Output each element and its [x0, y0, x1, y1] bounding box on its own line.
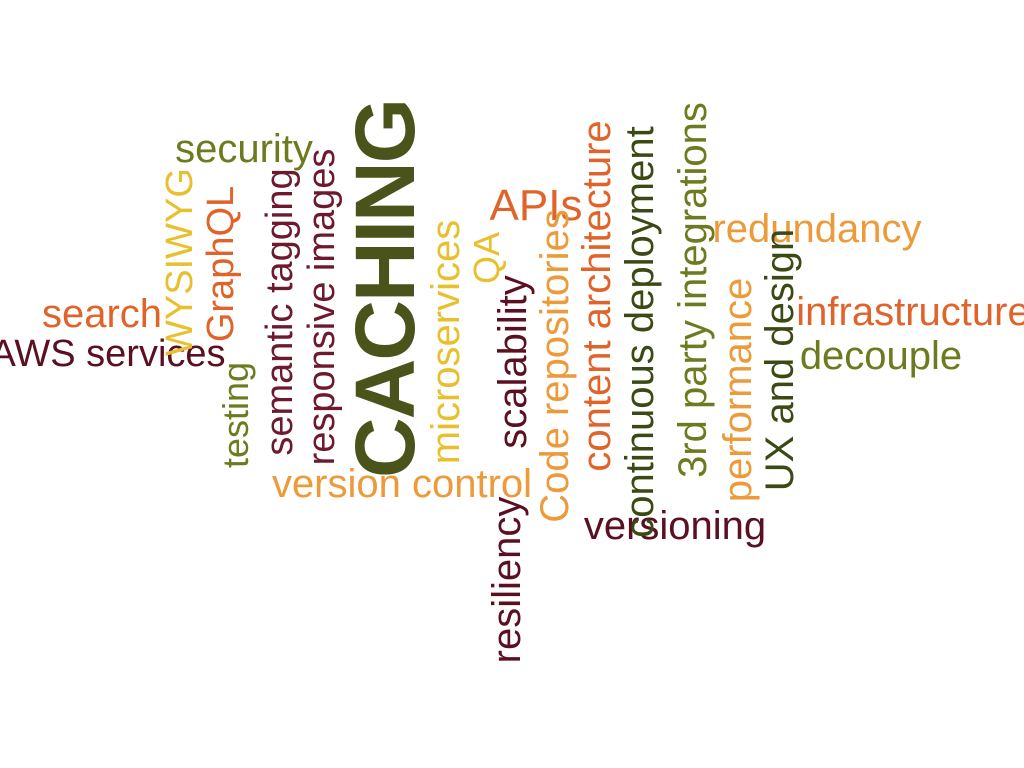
word-wysiwyg: WYSIWYG: [159, 168, 201, 356]
word-resiliency: resiliency: [485, 496, 529, 664]
word-semantic-tagging: semantic tagging: [259, 168, 301, 456]
word-scalability: scalability: [491, 275, 535, 449]
word-continuous-deployment: continuous deployment: [618, 126, 662, 538]
word-versioning: versioning: [583, 504, 767, 548]
word-ux-and-design: UX and design: [758, 228, 802, 492]
word-decouple: decouple: [799, 334, 963, 378]
word-version-control: version control: [271, 462, 533, 506]
word-security: security: [175, 127, 313, 171]
word-performance: performance: [716, 277, 760, 503]
word-infrastructure: infrastructure: [796, 290, 1024, 334]
word-redundancy: redundancy: [712, 207, 922, 251]
word-testing: testing: [215, 361, 256, 469]
word-code-repositories: Code repositories: [533, 209, 577, 523]
word-content-architecture: content architecture: [575, 120, 619, 472]
word-3rd-party-integrations: 3rd party integrations: [671, 102, 715, 478]
word-responsive-images: responsive images: [301, 148, 343, 466]
word-search: search: [41, 292, 163, 336]
word-aws-services: AWS services: [0, 333, 226, 375]
word-microservices: microservices: [424, 219, 468, 465]
word-caching: CACHING: [338, 100, 432, 478]
word-apis: APIs: [489, 181, 583, 230]
word-graphql: GraphQL: [200, 185, 242, 343]
